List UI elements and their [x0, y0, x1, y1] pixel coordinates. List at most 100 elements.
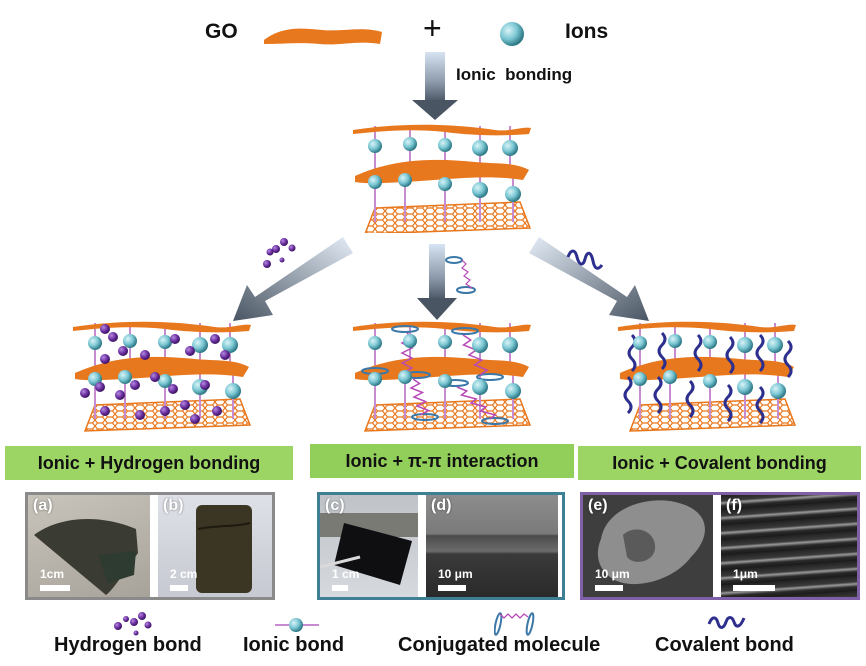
scale-bar — [170, 585, 188, 591]
covalent-chain — [725, 335, 735, 375]
ion-sphere — [472, 140, 488, 156]
ion-sphere — [770, 383, 786, 399]
hydrogen-sphere — [168, 384, 178, 394]
photo-tag: (f) — [726, 497, 743, 514]
ion-sphere — [368, 139, 382, 153]
photo-tag: (b) — [163, 497, 184, 514]
folded-film-photo: (a) 1cm — [28, 495, 150, 597]
covalent-chain — [623, 375, 633, 415]
mechanism-label-pi-pi: Ionic + π-π interaction — [310, 444, 574, 478]
hydrogen-sphere — [108, 332, 118, 342]
scale-label: 10 μm — [438, 567, 473, 581]
hydrogen-sphere — [140, 350, 150, 360]
scale-bar — [595, 585, 623, 591]
rolled-film-photo: (c) 1 cm — [320, 495, 418, 597]
hydrogen-bond-dots-icon — [263, 238, 296, 268]
covalent-chain — [783, 339, 793, 379]
ion-sphere — [633, 336, 647, 350]
hydrogen-sphere — [100, 406, 110, 416]
ion-sphere — [472, 182, 488, 198]
covalent-chain — [755, 385, 765, 425]
ion-sphere-icon — [500, 22, 524, 46]
porous-sem: (e) 10 μm — [583, 495, 714, 597]
hydrogen-sphere — [115, 390, 125, 400]
scale-bar — [733, 585, 776, 591]
ions-label: Ions — [565, 20, 609, 43]
ion-sphere — [502, 140, 518, 156]
hydrogen-sphere — [220, 350, 230, 360]
legend-conjugated-molecule: Conjugated molecule — [398, 634, 601, 656]
covalent-chain — [755, 333, 765, 373]
covalent-chain — [723, 383, 733, 423]
scale-bar — [438, 585, 466, 591]
ionic-bond-icon — [275, 618, 319, 632]
scale-label: 2 cm — [170, 567, 198, 581]
photo-panel-ef: (e) 10 μm (f) 1μm — [580, 492, 860, 600]
conjugated-ring — [391, 325, 419, 333]
ionic-layered-structure — [353, 124, 532, 233]
ion-sphere — [668, 334, 682, 348]
ion-sphere — [438, 138, 452, 152]
hydrogen-sphere — [80, 388, 90, 398]
scale-label: 1μm — [733, 567, 758, 581]
covalent-chain — [653, 375, 663, 415]
ionic-covalent-layered-structure — [618, 321, 797, 432]
ion-sphere — [438, 335, 452, 349]
ion-sphere — [192, 337, 208, 353]
covalent-chain — [693, 333, 703, 373]
graphene-sheet-bottom — [363, 398, 532, 432]
conjugated-ring — [476, 373, 504, 381]
covalent-chain-additive-icon — [566, 249, 604, 270]
cylinder-photo: (b) 2 cm — [158, 495, 272, 597]
legend-covalent-bond: Covalent bond — [655, 634, 794, 656]
ion-sphere — [403, 137, 417, 151]
ion-sphere — [158, 374, 172, 388]
hydrogen-sphere — [118, 346, 128, 356]
ion-sphere — [472, 379, 488, 395]
arrow-down-center-icon — [417, 244, 457, 320]
ion-sphere — [767, 337, 783, 353]
ion-sphere — [398, 370, 412, 384]
ion-sphere — [225, 383, 241, 399]
conjugated-linker — [409, 378, 431, 416]
hydrogen-sphere — [180, 400, 190, 410]
graphene-sheet-icon — [264, 28, 382, 45]
ion-sphere — [505, 186, 521, 202]
hydrogen-sphere — [185, 346, 195, 356]
legend-ionic-bond: Ionic bond — [243, 634, 345, 656]
ion-sphere — [368, 336, 382, 350]
ion-sphere — [438, 374, 452, 388]
ion-sphere — [123, 334, 137, 348]
scale-bar — [332, 585, 348, 591]
photo-tag: (c) — [325, 497, 345, 514]
ion-sphere — [737, 337, 753, 353]
arrow-right-icon — [529, 237, 649, 321]
ion-sphere — [737, 379, 753, 395]
ion-sphere — [368, 372, 382, 386]
scale-label: 1 cm — [332, 567, 360, 581]
cross-section-sem: (d) 10 μm — [426, 495, 558, 597]
ion-sphere — [403, 334, 417, 348]
scale-bar — [40, 585, 70, 591]
photo-tag: (d) — [431, 497, 452, 514]
scale-label: 10 μm — [595, 567, 630, 581]
covalent-chain — [657, 331, 667, 371]
hydrogen-sphere — [130, 380, 140, 390]
ion-sphere — [663, 370, 677, 384]
photo-panel-ab: (a) 1cm (b) 2 cm — [25, 492, 275, 600]
conjugated-linker — [461, 334, 489, 376]
layered-sem: (f) 1μm — [721, 495, 857, 597]
conjugated-linker — [456, 386, 497, 420]
hydrogen-sphere — [212, 406, 222, 416]
hydrogen-sphere — [95, 382, 105, 392]
photo-tag: (a) — [33, 497, 53, 514]
graphene-sheet-top — [353, 124, 531, 136]
ion-sphere — [88, 336, 102, 350]
arrow-left-icon — [233, 237, 353, 321]
graphene-sheet-top — [618, 321, 796, 333]
step-label: Ionic bonding — [456, 65, 573, 84]
ion-sphere — [222, 337, 238, 353]
ion-sphere — [633, 372, 647, 386]
ionic-hydrogen-layered-structure — [73, 321, 252, 432]
mechanism-label-hydrogen: Ionic + Hydrogen bonding — [5, 446, 293, 480]
